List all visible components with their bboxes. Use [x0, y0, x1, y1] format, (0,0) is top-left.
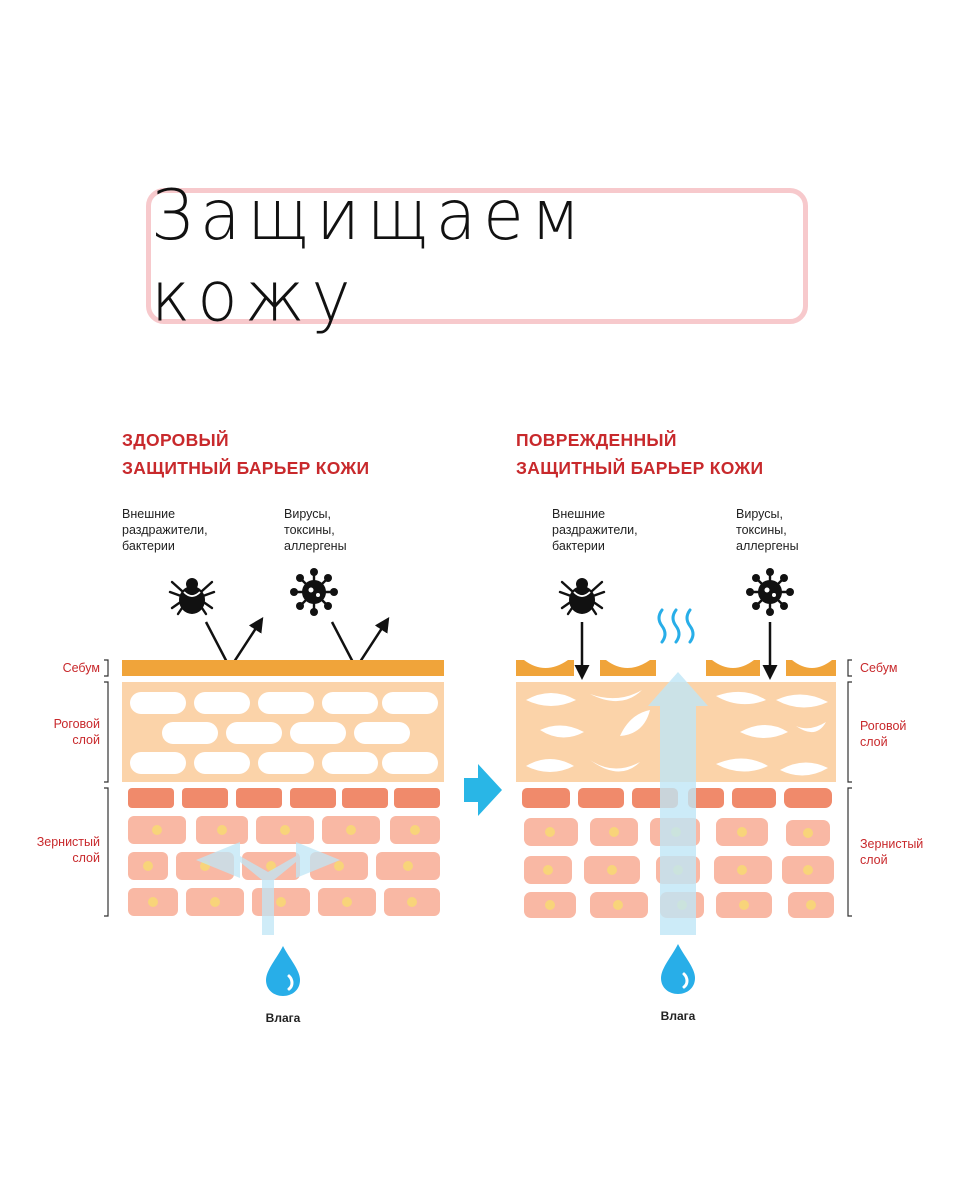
damaged-irritants-label-3: бактерии [552, 539, 605, 553]
vapor-waves-icon [657, 608, 695, 644]
damaged-granular-label-1: Зернистый [860, 837, 923, 851]
right-arrow-icon [464, 764, 502, 816]
healthy-irritants-label-2: раздражители, [122, 523, 208, 537]
healthy-irritants-label-3: бактерии [122, 539, 175, 553]
damaged-horny-label-2: слой [860, 735, 888, 749]
healthy-sebum-label: Себум [63, 661, 100, 675]
title-frame: Защищаем кожу [146, 174, 808, 338]
broken-sebum-layer [516, 660, 836, 676]
virus-icon [744, 566, 796, 618]
damaged-panel: ПОВРЕЖДЕННЫЙ ЗАЩИТНЫЙ БАРЬЕР КОЖИ Внешни… [516, 429, 923, 1023]
tick-icon [558, 576, 606, 616]
sebum-layer [122, 660, 444, 676]
water-drop-icon [264, 944, 302, 998]
granular-layer [128, 788, 440, 916]
healthy-panel: ЗДОРОВЫЙ ЗАЩИТНЫЙ БАРЬЕР КОЖИ Внешние ра… [37, 429, 444, 1025]
damaged-viruses-label-2: токсины, [736, 523, 787, 537]
healthy-granular-label-2: слой [72, 851, 100, 865]
healthy-horny-label-2: слой [72, 733, 100, 747]
damaged-viruses-label-1: Вирусы, [736, 507, 783, 521]
page-title: Защищаем кожу [151, 174, 588, 338]
moisture-loss-arrow [648, 672, 708, 935]
healthy-heading-line2: ЗАЩИТНЫЙ БАРЬЕР КОЖИ [122, 457, 369, 478]
healthy-viruses-label-1: Вирусы, [284, 507, 331, 521]
tick-icon [168, 576, 216, 616]
damaged-heading-line2: ЗАЩИТНЫЙ БАРЬЕР КОЖИ [516, 457, 763, 478]
damaged-sebum-label: Себум [860, 661, 897, 675]
damaged-granular-label-2: слой [860, 853, 888, 867]
healthy-heading-line1: ЗДОРОВЫЙ [122, 429, 229, 450]
moisture-retention-arrow [196, 842, 340, 935]
healthy-viruses-label-3: аллергены [284, 539, 347, 553]
healthy-moisture-label: Влага [266, 1011, 301, 1025]
damaged-viruses-label-3: аллергены [736, 539, 799, 553]
damaged-irritants-label-1: Внешние [552, 507, 605, 521]
horny-cells [130, 692, 438, 774]
water-drop-icon [659, 942, 697, 996]
damaged-horny-cells [526, 690, 828, 776]
healthy-viruses-label-2: токсины, [284, 523, 335, 537]
healthy-irritants-label-1: Внешние [122, 507, 175, 521]
healthy-horny-label-1: Роговой [54, 717, 100, 731]
healthy-granular-label-1: Зернистый [37, 835, 100, 849]
damaged-horny-label-1: Роговой [860, 719, 906, 733]
virus-icon [288, 566, 340, 618]
damaged-moisture-label: Влага [661, 1009, 696, 1023]
damaged-irritants-label-2: раздражители, [552, 523, 638, 537]
damaged-heading-line1: ПОВРЕЖДЕННЫЙ [516, 429, 677, 450]
